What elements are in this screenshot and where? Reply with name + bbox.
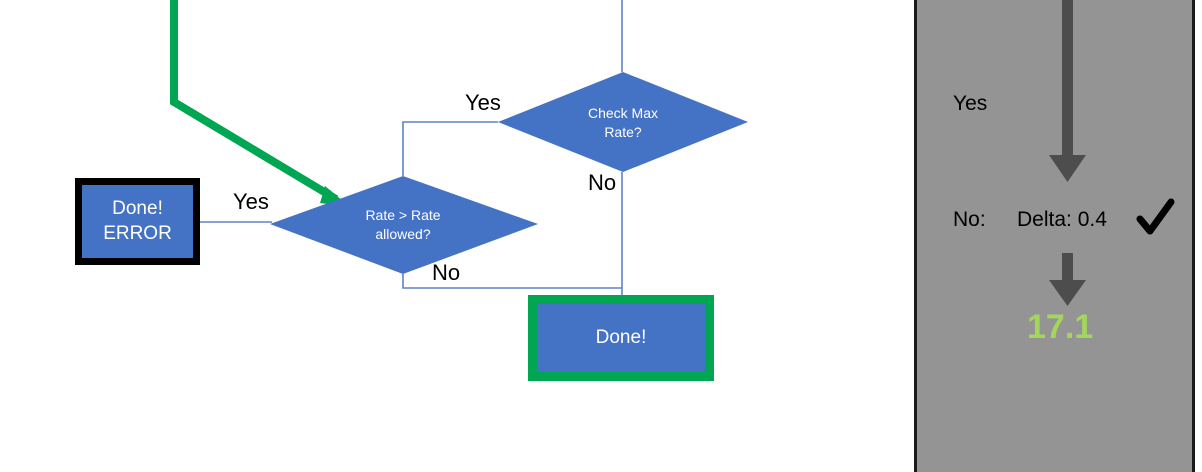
diamond-rate-gt-rate-allowed [270, 176, 538, 274]
done-error-line1: Done! [112, 197, 163, 219]
done-label: Done! [595, 327, 647, 348]
panel-graphics [1049, 0, 1175, 306]
green-feedback-arrow [170, 0, 339, 203]
node-done-error[interactable]: Done! ERROR [75, 178, 200, 265]
panel-delta-value: Delta: 0.4 [1017, 208, 1107, 231]
edge-label-yes-check-max: Yes [465, 90, 501, 115]
edge-label-no-check-max: No [588, 170, 617, 195]
arrow-head-short [1049, 280, 1086, 306]
checkmark-icon [1136, 198, 1175, 235]
arrow-head-long [1049, 155, 1086, 182]
arrow-shaft-short [1062, 253, 1073, 286]
panel-yes-label: Yes [953, 92, 988, 115]
arrow-shaft-long [1062, 0, 1073, 160]
node-done[interactable]: Done! [528, 295, 714, 381]
edge-label-no-rate-allowed: No [432, 260, 461, 285]
edge-label-yes-rate-allowed: Yes [233, 189, 269, 214]
panel-result-value: 17.1 [1027, 308, 1094, 346]
connector-yes-branch [402, 121, 498, 176]
panel-no-label: No: [953, 208, 986, 231]
diamond-label-check-max-rate: Check Max Rate? [587, 105, 659, 140]
diamond-label-rate-gt-rate-allowed: Rate > Rate allowed? [365, 207, 441, 242]
status-panel: Yes No: Delta: 0.4 17.1 [914, 0, 1195, 472]
connector-no-rate-allowed [402, 274, 622, 289]
diamond-check-max-rate [498, 72, 748, 172]
done-error-line2: ERROR [103, 222, 172, 244]
